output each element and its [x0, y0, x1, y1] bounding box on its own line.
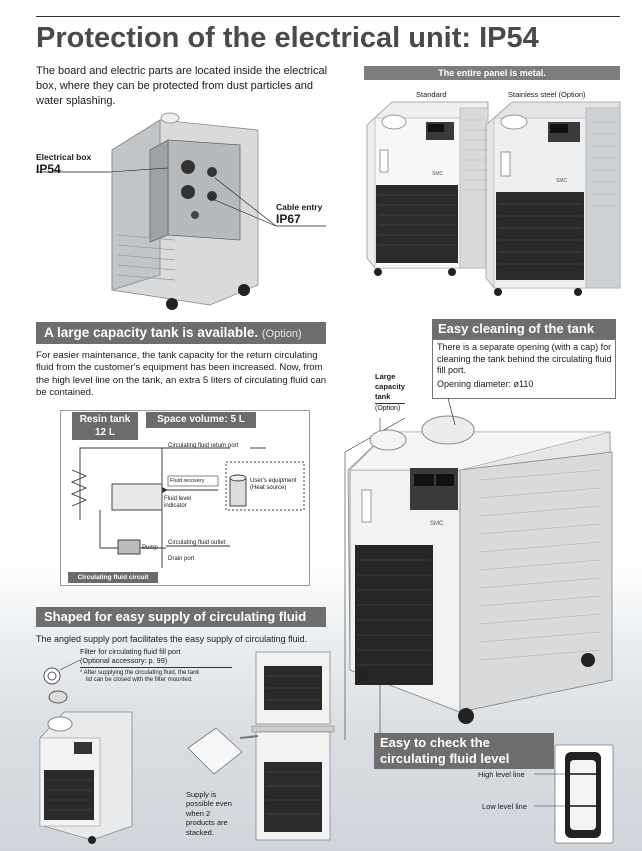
stack-line1: Supply is	[186, 790, 217, 799]
stack-line4: products are	[186, 818, 228, 828]
users-equipment-label: User's equipment (Heat source)	[250, 478, 297, 491]
tank-section-header: A large capacity tank is available. (Opt…	[36, 322, 326, 344]
filter-note: * After supplying the circulating fluid,…	[80, 670, 199, 684]
tank-header-text: A large capacity tank is available.	[44, 325, 259, 340]
stacked-supply-note: Supply is possible even when 2 products …	[186, 790, 232, 837]
large-tank-line1: Large	[375, 372, 396, 381]
note-line2: lid can be closed with the filter mounte…	[86, 677, 193, 683]
smc-brand-standard: SMC	[432, 171, 444, 177]
page-title: Protection of the electrical unit: IP54	[36, 22, 539, 54]
cable-entry-rating: IP67	[276, 212, 301, 226]
filter-line2: (Optional accessory: p. 99)	[80, 655, 168, 665]
low-level-label: Low level line	[482, 802, 528, 811]
smc-brand-large: SMC	[430, 521, 444, 527]
filter-rule	[80, 667, 232, 668]
large-tank-callout: Large capacity tank (Option)	[375, 372, 406, 414]
stack-line5: stacked.	[186, 827, 214, 837]
tank-section-text: For easier maintenance, the tank capacit…	[36, 350, 327, 399]
outlet-label: Circulating fluid outlet	[168, 540, 226, 546]
circuit-badge: Circulating fluid circuit	[68, 572, 158, 583]
resin-tank-label: Resin tank	[79, 414, 131, 425]
level-header-line1: Easy to check the	[380, 735, 490, 750]
cleaning-diameter: Opening diameter: ø110	[437, 379, 534, 389]
pump-label: Pump	[142, 545, 158, 551]
resin-tank-capacity: 12 L	[94, 427, 115, 438]
filter-line1: Filter for circulating fluid fill port	[80, 647, 181, 656]
supply-header: Shaped for easy supply of circulating fl…	[36, 607, 326, 627]
tank-header-option: (Option)	[261, 328, 302, 340]
stack-line3: when 2	[186, 808, 211, 818]
intro-text: The board and electric parts are located…	[36, 65, 328, 107]
cleaning-text: There is a separate opening (with a cap)…	[437, 342, 612, 375]
electrical-box-callout: Electrical box IP54	[36, 152, 91, 176]
cleaning-box	[432, 339, 616, 399]
note-line1: * After supplying the circulating fluid,…	[80, 670, 200, 676]
drain-port-label: Drain port	[168, 556, 195, 562]
level-header-line2: circulating fluid level	[380, 751, 510, 766]
electrical-box-label: Electrical box	[36, 152, 92, 162]
supply-text: The angled supply port facilitates the e…	[36, 634, 308, 644]
top-rule	[36, 16, 620, 17]
large-tank-option: (Option)	[375, 403, 406, 414]
stainless-label: Stainless steel (Option)	[508, 90, 586, 99]
high-level-label: High level line	[478, 770, 525, 779]
fluid-recovery-label: Fluid recovery	[170, 478, 205, 484]
return-port-label: Circulating fluid return port	[168, 443, 239, 449]
large-tank-line3: tank	[375, 392, 391, 401]
cleaning-header: Easy cleaning of the tank	[432, 319, 616, 339]
stack-line2: possible even	[186, 799, 232, 809]
level-check-header: Easy to check the circulating fluid leve…	[374, 733, 554, 769]
cable-entry-label: Cable entry	[276, 202, 323, 212]
large-tank-line2: capacity	[375, 382, 406, 391]
cable-entry-callout: Cable entry IP67	[276, 202, 322, 226]
metal-panel-banner: The entire panel is metal.	[364, 66, 620, 80]
smc-brand-stainless: SMC	[556, 178, 568, 184]
filter-callout: Filter for circulating fluid fill port (…	[80, 647, 181, 665]
electrical-box-rating: IP54	[36, 162, 61, 176]
standard-label: Standard	[416, 90, 447, 99]
level-indicator-label: Fluid level indicator	[164, 496, 192, 509]
resin-tank-badge: Resin tank 12 L	[72, 412, 138, 440]
space-volume-badge: Space volume: 5 L	[146, 412, 256, 428]
